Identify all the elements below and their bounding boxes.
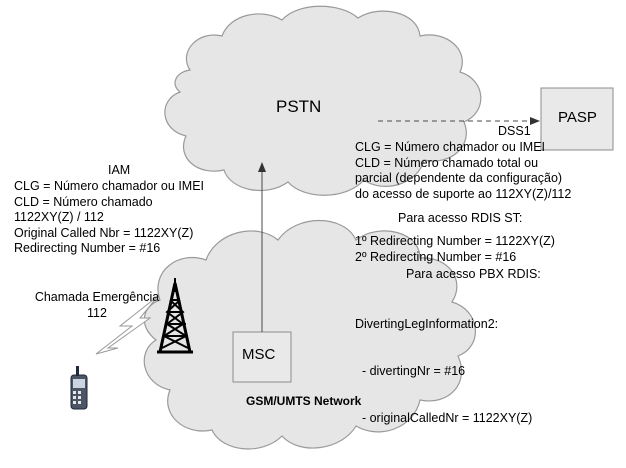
- iam-line: Redirecting Number = #16: [14, 241, 161, 256]
- emergency-line-2: 112: [87, 305, 107, 320]
- pstn-label: PSTN: [276, 97, 322, 116]
- rdis-line: 1º Redirecting Number = 1122XY(Z): [355, 234, 555, 248]
- dss1-line: CLD = Número chamado total ou: [355, 155, 539, 170]
- mobile-phone-icon: [70, 366, 88, 410]
- antenna-tower-icon: [157, 278, 193, 354]
- lightning-bolt-icon: [95, 295, 159, 355]
- dss1-params: CLG = Número chamador ou IMEI CLD = Núme…: [355, 140, 571, 202]
- gsm-cloud-icon: [143, 220, 476, 450]
- dss1-line: CLG = Número chamador ou IMEI: [355, 140, 546, 154]
- msc-label: MSC: [242, 346, 276, 363]
- dss1-line: parcial (dependente da configuração): [355, 171, 563, 186]
- rdis-line: 2º Redirecting Number = #16: [355, 249, 517, 264]
- rdis-st-header: Para acesso RDIS ST:: [398, 211, 523, 225]
- pbx-rdis-header: Para acesso PBX RDIS:: [406, 267, 541, 281]
- pasp-box: [540, 87, 614, 151]
- iam-params: CLG = Número chamador ou IMEI CLD = Núme…: [14, 179, 204, 257]
- emergency-call-label: Chamada Emergência 112: [22, 290, 172, 321]
- iam-line: Original Called Nbr = 1122XY(Z): [14, 225, 194, 240]
- pbx-rdis-params: DivertingLegInformation2: - divertingNr …: [355, 286, 532, 442]
- pbx-line: - divertingNr = #16: [355, 363, 466, 378]
- emergency-line-1: Chamada Emergência: [34, 290, 160, 304]
- dss1-line: do acesso de suporte ao 112XY(Z)/112: [355, 186, 572, 201]
- pstn-cloud-icon: [164, 5, 482, 196]
- dss1-label: DSS1: [498, 124, 531, 138]
- pbx-line: DivertingLegInformation2:: [355, 317, 499, 332]
- pasp-label: PASP: [558, 109, 597, 126]
- iam-title: IAM: [108, 163, 131, 177]
- iam-line: CLD = Número chamado: [14, 194, 153, 209]
- iam-line: 1122XY(Z) / 112: [14, 210, 104, 225]
- rdis-st-params: 1º Redirecting Number = 1122XY(Z) 2º Red…: [355, 234, 555, 265]
- pbx-line: - originalCalledNr = 1122XY(Z): [355, 410, 533, 425]
- gsm-network-label: GSM/UMTS Network: [246, 394, 362, 408]
- iam-line: CLG = Número chamador ou IMEI: [14, 179, 205, 193]
